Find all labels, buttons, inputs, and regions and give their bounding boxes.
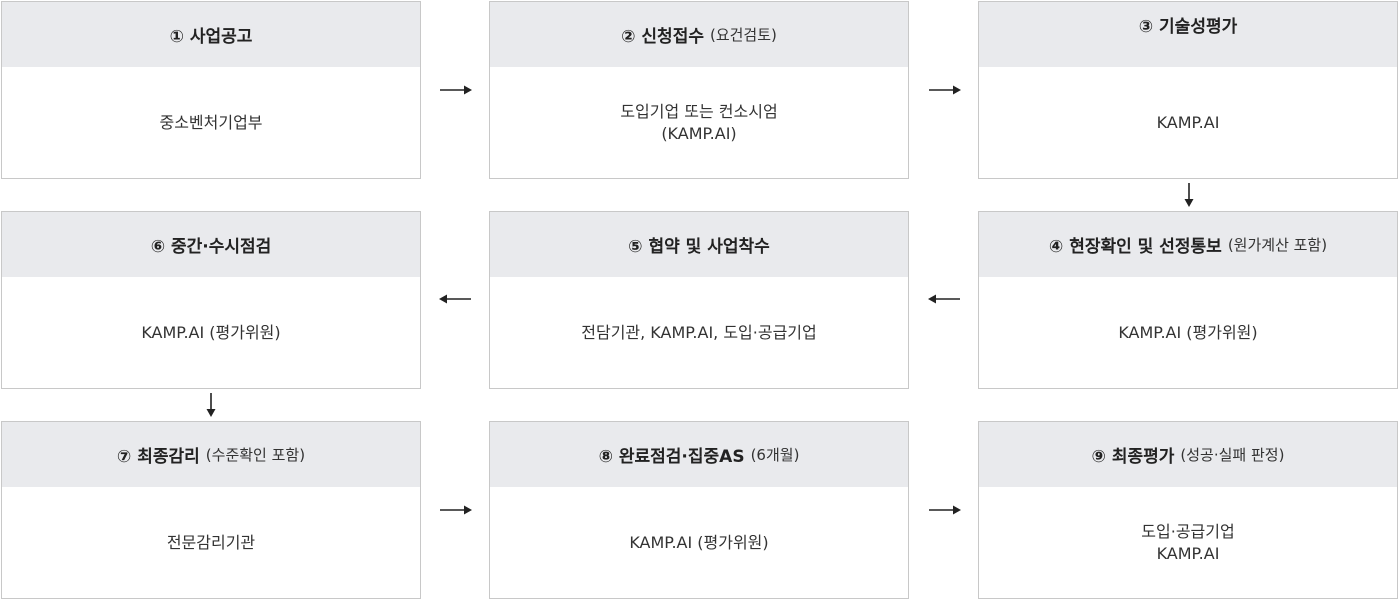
step-2-box: ② 신청접수 (요건검토) 도입기업 또는 컨소시엄 (KAMP.AI) [489,1,909,179]
step-4-subtitle: (원가계산 포함) [1227,236,1328,254]
step-9-box: ⑨ 최종평가 (성공·실패 판정) 도입·공급기업 KAMP.AI [978,421,1398,599]
step-6-body: KAMP.AI (평가위원) [2,277,420,388]
step-9-line-1: 도입·공급기업 [1141,521,1235,541]
step-7-title: ⑦ 최종감리 [116,447,200,467]
step-7-box: ⑦ 최종감리 (수준확인 포함) 전문감리기관 [1,421,421,599]
step-5-header: ⑤ 협약 및 사업착수 [490,212,908,277]
arrow-down-icon [1183,183,1195,207]
step-7-subtitle: (수준확인 포함) [205,446,306,464]
step-8-header: ⑧ 완료점검·집중AS (6개월) [490,422,908,487]
step-9-body: 도입·공급기업 KAMP.AI [979,487,1397,598]
step-3-line-1: KAMP.AI [1156,112,1220,132]
step-4-body: KAMP.AI (평가위원) [979,277,1397,388]
step-5-box: ⑤ 협약 및 사업착수 전담기관, KAMP.AI, 도입·공급기업 [489,211,909,389]
step-2-line-1: 도입기업 또는 컨소시엄 [620,101,778,121]
step-9-header: ⑨ 최종평가 (성공·실패 판정) [979,422,1397,487]
arrow-right-icon [929,504,961,516]
step-3-title: ③ 기술성평가 [1138,17,1238,37]
step-9-subtitle: (성공·실패 판정) [1180,446,1285,464]
step-2-body: 도입기업 또는 컨소시엄 (KAMP.AI) [490,67,908,178]
step-1-body: 중소벤처기업부 [2,67,420,178]
step-1-line-1: 중소벤처기업부 [159,112,263,132]
step-9-line-2: KAMP.AI [1156,543,1220,563]
arrow-right-icon [929,84,961,96]
step-1-title: ① 사업공고 [169,27,253,47]
arrow-right-icon [440,504,472,516]
step-8-box: ⑧ 완료점검·집중AS (6개월) KAMP.AI (평가위원) [489,421,909,599]
step-6-box: ⑥ 중간·수시점검 KAMP.AI (평가위원) [1,211,421,389]
step-8-subtitle: (6개월) [750,446,800,464]
step-8-body: KAMP.AI (평가위원) [490,487,908,598]
step-2-subtitle: (요건검토) [709,26,777,44]
step-2-header: ② 신청접수 (요건검토) [490,2,908,67]
step-8-title: ⑧ 완료점검·집중AS [598,447,745,467]
arrow-left-icon [439,293,471,305]
arrow-right-icon [440,84,472,96]
step-2-line-2: (KAMP.AI) [661,123,737,143]
arrow-left-icon [928,293,960,305]
step-5-title: ⑤ 협약 및 사업착수 [628,237,770,257]
step-4-box: ④ 현장확인 및 선정통보 (원가계산 포함) KAMP.AI (평가위원) [978,211,1398,389]
step-6-title: ⑥ 중간·수시점검 [150,237,272,257]
step-4-header: ④ 현장확인 및 선정통보 (원가계산 포함) [979,212,1397,277]
step-6-line-1: KAMP.AI (평가위원) [141,322,281,342]
step-1-header: ① 사업공고 [2,2,420,67]
step-3-header: ③ 기술성평가 [979,2,1397,67]
step-7-body: 전문감리기관 [2,487,420,598]
step-3-box: ③ 기술성평가 KAMP.AI [978,1,1398,179]
step-4-line-1: KAMP.AI (평가위원) [1118,322,1258,342]
step-5-line-1: 전담기관, KAMP.AI, 도입·공급기업 [581,322,817,342]
arrow-down-icon [205,393,217,417]
step-6-header: ⑥ 중간·수시점검 [2,212,420,277]
step-5-body: 전담기관, KAMP.AI, 도입·공급기업 [490,277,908,388]
step-9-title: ⑨ 최종평가 [1091,447,1175,467]
step-2-title: ② 신청접수 [621,27,704,47]
step-1-box: ① 사업공고 중소벤처기업부 [1,1,421,179]
step-3-body: KAMP.AI [979,67,1397,178]
step-7-header: ⑦ 최종감리 (수준확인 포함) [2,422,420,487]
step-4-title: ④ 현장확인 및 선정통보 [1048,237,1222,257]
step-8-line-1: KAMP.AI (평가위원) [629,532,769,552]
step-7-line-1: 전문감리기관 [166,532,256,552]
